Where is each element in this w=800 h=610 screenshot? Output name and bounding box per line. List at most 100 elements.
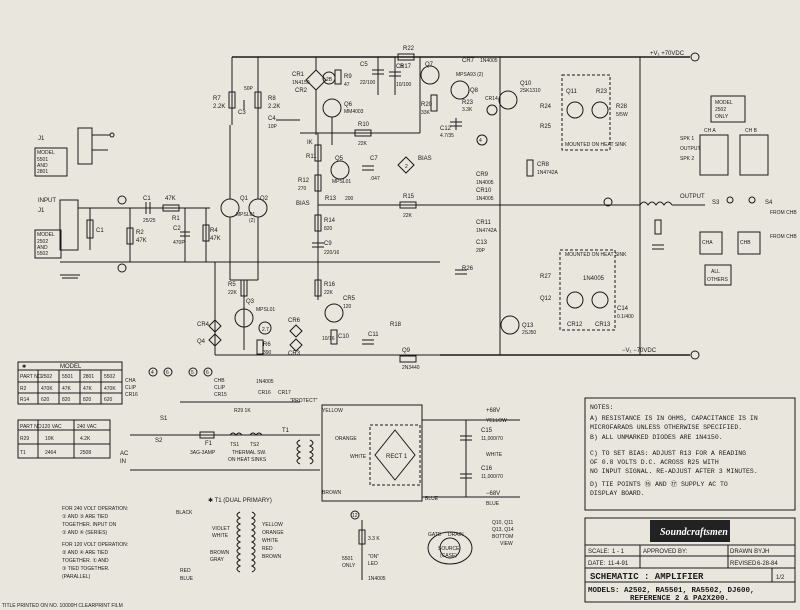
r22-ref: R22 <box>403 46 415 52</box>
q3-value: MPSL01 <box>256 307 275 313</box>
svg-text:4: 4 <box>151 370 154 376</box>
revised-value: 6-28-84 <box>757 561 778 567</box>
led-model: ONLY <box>342 563 356 569</box>
c3-value: 50P <box>244 86 254 92</box>
drawn-value: JH <box>762 549 769 555</box>
note-line: AND <box>37 163 48 169</box>
c7-ref: C7 <box>370 156 378 162</box>
ac-in: AC <box>120 451 129 457</box>
c5-ref: C5 <box>360 62 368 68</box>
table-header: 240 VAC <box>77 424 97 430</box>
r23a-ref: R23 <box>462 100 474 106</box>
c3-ref: C3 <box>238 110 246 116</box>
r13-ref: R13 <box>325 196 337 202</box>
sec-wire: ORANGE <box>262 530 284 536</box>
q7-ref: Q7 <box>425 62 434 68</box>
r9-ref: R9 <box>344 74 352 80</box>
led-on: "ON" <box>368 554 379 560</box>
sec-wire: YELLOW <box>262 522 283 528</box>
r14-value: 820 <box>324 226 333 232</box>
table-cell: R2 <box>20 386 27 392</box>
r3-value: 47K <box>165 196 176 202</box>
wire-color: VIOLET <box>212 526 230 532</box>
jack-cha: CH A <box>704 128 716 134</box>
r25-value: 1N4742A <box>537 170 559 176</box>
cr12-ref: R28 <box>616 104 628 110</box>
cr9-ref: CR10 <box>476 188 492 194</box>
c12-ref: C12 <box>440 126 452 132</box>
r6-value: 390 <box>263 350 272 356</box>
jack-label: J1 <box>38 136 45 142</box>
approved-label: APPROVED BY: <box>643 549 688 555</box>
on-heat-sinks: ON HEAT SINKS <box>228 457 267 463</box>
r29-label: R29 1K <box>234 408 251 414</box>
r17b-ref: C10 <box>338 334 350 340</box>
switch-s3: S3 <box>712 200 720 206</box>
model-note: 2502 <box>715 107 726 113</box>
pin-label: (CASE) <box>440 553 457 559</box>
note-item: DISPLAY BOARD. <box>590 490 645 497</box>
r5-ref: R5 <box>228 282 236 288</box>
clip-b: CLIP <box>214 385 226 391</box>
r15-value: 22K <box>403 213 413 219</box>
note-item: NO INPUT SIGNAL. RE-ADJUST AFTER 3 MINUT… <box>590 468 758 475</box>
r23a-value: 3.3K <box>462 107 473 113</box>
r20-value: 33K <box>421 110 431 116</box>
c5-value: 22/100 <box>360 80 376 86</box>
table-cell: 2464 <box>45 450 56 456</box>
models-line-2: REFERENCE 2 & PA2X200. <box>630 595 729 603</box>
date-label: DATE: <box>588 561 606 567</box>
r9-value: 47 <box>344 82 350 88</box>
q12-ref: Q13 <box>522 323 534 329</box>
r20-ref: R20 <box>421 102 433 108</box>
cr11-value: 20P <box>476 248 486 254</box>
table-cell: 2508 <box>80 450 91 456</box>
protect-label: "PROTECT" <box>290 398 318 404</box>
note-240: ① AND ③ ARE TIED <box>62 514 108 520</box>
note-120: ② AND ④ ARE TIED <box>62 550 108 556</box>
table-cell: 470K <box>41 386 53 392</box>
r12-value: 270 <box>298 186 307 192</box>
collector-loads: R7 2.2K R8 2.2K 50P C3 C4 10P <box>213 57 300 130</box>
ts1: TS1 <box>230 442 239 448</box>
wire-color: BLUE <box>180 576 194 582</box>
notes-box: NOTES: A) RESISTANCE IS IN OHMS, CAPACIT… <box>584 397 796 511</box>
package-view: GATE DRAIN SOURCE (CASE) Q10, Q11 Q13, Q… <box>427 520 514 565</box>
input-jack-1: J1 MODEL 5501 AND 2801 <box>34 127 115 177</box>
vas-stage: CR1 1N4150 CR2 2B R9 47 Q6 MM4003 R10 22… <box>292 57 420 147</box>
model-note: MODEL <box>715 100 733 106</box>
table-cell: R29 <box>20 436 29 442</box>
svg-text:6: 6 <box>206 370 209 376</box>
note-item: MICROFARADS UNLESS OTHERWISE SPECIFIED. <box>590 424 742 431</box>
voltage-table: PART NO. 120 VAC 240 VAC R29 10K 4.2K T1… <box>17 419 111 459</box>
cr5-ref: CR6 <box>288 318 301 324</box>
yellow-out: YELLOW <box>486 418 507 424</box>
s1-label: S1 <box>160 416 168 422</box>
cr14-ref: CR14 <box>485 96 498 102</box>
r14-ref: R14 <box>324 218 336 224</box>
cr10-value: 1N4742A <box>476 228 498 234</box>
c4-value: 10P <box>268 124 278 130</box>
cr1-value: 1N4150 <box>292 80 310 86</box>
output-stage: Q10 2SK1310 Q11 R23 MOUNTED ON HEAT SINK… <box>455 57 641 355</box>
r18-ref: Q9 <box>402 348 411 354</box>
q2-value: (2) <box>249 218 255 224</box>
q6-value: MM4003 <box>344 109 364 115</box>
protect-diode: 1N4005 <box>256 379 274 385</box>
cr13-value: 0.1/400 <box>617 314 634 320</box>
led-circuit: 12 3.3 K "ON" LED 1N4005 5501 ONLY <box>342 510 386 582</box>
note-240: ① AND ④ (SERIES) <box>62 530 107 536</box>
table-cell: 620 <box>41 397 50 403</box>
input-label: INPUT <box>38 198 56 204</box>
cr6-ref: CR3 <box>288 351 301 357</box>
wire-color: WHITE <box>212 533 229 539</box>
table-cell: 47K <box>83 386 93 392</box>
c4-ref: C4 <box>268 116 276 122</box>
bias-label-2: BIAS <box>296 201 310 207</box>
power-supply: AC IN S1 S2 F1 3AG-3AMP TS1 TS2 THERMAL … <box>120 367 520 507</box>
output-jacks: MODEL 2502 ONLY CH A CH B SPK 1 OUTPUT S… <box>680 95 797 286</box>
q5-ref: Q5 <box>335 156 344 162</box>
rails: +V₁ +70VDC −V₁ −70VDC <box>232 51 700 360</box>
t1-title: ✱ T1 (DUAL PRIMARY) <box>208 497 272 504</box>
table-cell: 620 <box>104 397 113 403</box>
